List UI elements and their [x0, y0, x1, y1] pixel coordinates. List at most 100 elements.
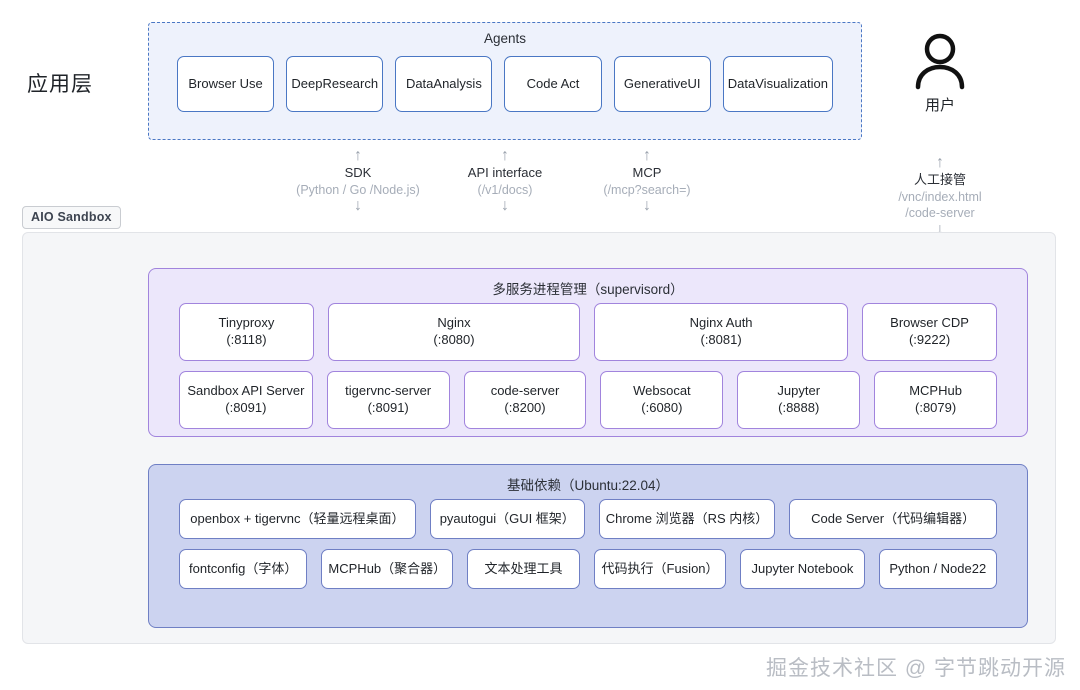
- connector-human-title: 人工接管: [913, 172, 966, 187]
- base-group-title: 基础依赖（Ubuntu:22.04）: [506, 478, 670, 493]
- service-node[interactable]: Nginx(:8080): [327, 303, 581, 361]
- connector-sdk: ↑ SDK (Python / Go /Node.js) ↓: [258, 148, 458, 214]
- node-row: fontconfig（字体） MCPHub（聚合器） 文本处理工具 代码执行（Fusi…: [179, 549, 997, 589]
- service-node[interactable]: Tinyproxy(:8118): [179, 303, 314, 361]
- connector-api-subtitle: (/v1/docs): [477, 182, 533, 197]
- agent-box-label: Code Act: [526, 75, 580, 91]
- agent-box-label: Generative: [623, 75, 688, 91]
- service-node-name: Chrome 浏览器（RS 内核）: [605, 510, 769, 526]
- arrow-up-icon: ↑: [354, 147, 362, 164]
- service-node-port: (:8200): [504, 400, 546, 415]
- service-group-title: 多服务进程管理（supervisord）: [492, 282, 684, 297]
- agent-box[interactable]: Code Act: [504, 56, 602, 112]
- service-node-port: (:8118): [226, 332, 267, 347]
- service-node-name: Tinyproxy: [218, 315, 275, 331]
- service-node[interactable]: tigervnc-server(:8091): [326, 371, 450, 429]
- agent-box-label-2: Research: [322, 75, 379, 91]
- arrow-down-icon: ↓: [643, 197, 651, 215]
- service-node[interactable]: Jupyter(:8888): [737, 371, 861, 429]
- service-node-name: MCPHub: [909, 383, 962, 399]
- connector-api: ↑ API interface (/v1/docs) ↓: [405, 148, 605, 214]
- node-row: Tinyproxy(:8118)Nginx(:8080)Nginx Auth(:…: [179, 303, 998, 361]
- service-node-name: Python / Node22: [889, 560, 987, 576]
- connector-human-subtitle-2: /code-server: [905, 206, 975, 221]
- connector-mcp: ↑ MCP (/mcp?search=) ↓: [547, 148, 747, 214]
- base-group-panel: 基础依赖（Ubuntu:22.04） openbox + tigervnc（轻量…: [148, 464, 1028, 628]
- service-node[interactable]: Browser CDP(:9222): [862, 303, 998, 361]
- service-node-name: fontconfig（字体）: [189, 560, 298, 576]
- service-node-rows: Tinyproxy(:8118)Nginx(:8080)Nginx Auth(:…: [179, 303, 998, 439]
- service-node[interactable]: pyautogui（GUI 框架）: [429, 499, 585, 539]
- service-node-name: 代码执行（Fusion）: [601, 560, 719, 576]
- connector-human-takeover: ↑ 人工接管 /vnc/index.html /code-server ↓: [840, 155, 1040, 238]
- service-node[interactable]: openbox + tigervnc（轻量远程桌面）: [179, 499, 416, 539]
- service-node-name: Websocat: [633, 383, 691, 399]
- service-node-name: Sandbox API Server: [187, 383, 305, 399]
- service-node[interactable]: Nginx Auth(:8081): [594, 303, 849, 361]
- service-node[interactable]: MCPHub(:8079): [874, 371, 998, 429]
- service-node-name: openbox + tigervnc（轻量远程桌面）: [190, 510, 405, 526]
- agent-box-label: Data: [405, 75, 434, 91]
- service-node-name: code-server: [490, 383, 560, 399]
- service-node[interactable]: Python / Node22: [878, 549, 997, 589]
- service-node[interactable]: 文本处理工具: [467, 549, 580, 589]
- service-node-name: Nginx Auth: [689, 315, 753, 331]
- connector-sdk-title: SDK: [344, 165, 372, 180]
- user-label: 用户: [924, 97, 955, 114]
- service-node-name: Nginx: [437, 315, 471, 331]
- service-node[interactable]: fontconfig（字体）: [179, 549, 308, 589]
- connector-mcp-subtitle: (/mcp?search=): [603, 182, 691, 197]
- agent-box-label: Browser Use: [188, 75, 263, 91]
- sandbox-tag: AIO Sandbox: [22, 206, 121, 229]
- base-node-rows: openbox + tigervnc（轻量远程桌面） pyautogui（GUI …: [179, 499, 997, 599]
- arrow-down-icon: ↓: [936, 221, 944, 239]
- service-node[interactable]: Jupyter Notebook: [740, 549, 865, 589]
- agents-panel-title: Agents: [483, 31, 527, 46]
- service-node[interactable]: Sandbox API Server(:8091): [179, 371, 313, 429]
- agent-box-label-2: UI: [687, 75, 701, 91]
- service-node[interactable]: 代码执行（Fusion）: [593, 549, 727, 589]
- service-group-panel: 多服务进程管理（supervisord） Tinyproxy(:8118)Ngi…: [148, 268, 1028, 437]
- service-node-port: (:9222): [908, 332, 951, 347]
- service-node-name: Browser CDP: [890, 315, 969, 331]
- connector-api-title: API interface: [467, 165, 543, 180]
- arrow-up-icon: ↑: [501, 147, 509, 164]
- user-block: 用户: [880, 30, 1000, 115]
- agent-box-label-2: Analysis: [433, 75, 482, 91]
- service-node[interactable]: Code Server（代码编辑器）: [789, 499, 997, 539]
- service-node-port: (:6080): [641, 400, 683, 415]
- agent-box-label: Data: [727, 75, 756, 91]
- service-node-name: Jupyter: [777, 383, 821, 399]
- service-node-port: (:8091): [225, 400, 267, 415]
- connector-mcp-title: MCP: [632, 165, 662, 180]
- service-node-name: 文本处理工具: [484, 560, 563, 576]
- connector-sdk-subtitle: (Python / Go /Node.js): [296, 182, 420, 197]
- service-node-name: tigervnc-server: [345, 383, 432, 399]
- agent-box[interactable]: Browser Use: [177, 56, 275, 112]
- service-node[interactable]: Websocat(:6080): [600, 371, 724, 429]
- arrow-up-icon: ↑: [643, 147, 651, 164]
- user-avatar-icon: [915, 33, 965, 90]
- watermark: 掘金技术社区 @ 字节跳动开源: [766, 657, 1066, 680]
- arrow-up-icon: ↑: [936, 154, 944, 171]
- arrow-down-icon: ↓: [501, 197, 509, 215]
- agent-box-label: Deep: [291, 75, 323, 91]
- service-node[interactable]: Chrome 浏览器（RS 内核）: [598, 499, 776, 539]
- connector-human-subtitle: /vnc/index.html: [898, 189, 982, 204]
- service-node[interactable]: code-server(:8200): [463, 371, 587, 429]
- service-node-port: (:8080): [433, 332, 475, 347]
- arrow-down-icon: ↓: [354, 197, 362, 215]
- service-node-name: MCPHub（聚合器）: [328, 560, 447, 576]
- service-node-name: pyautogui（GUI 框架）: [439, 510, 575, 526]
- service-node-name: Jupyter Notebook: [751, 560, 854, 576]
- service-node[interactable]: MCPHub（聚合器）: [321, 549, 454, 589]
- service-node-name: Code Server（代码编辑器）: [811, 510, 976, 526]
- service-node-port: (:8081): [700, 332, 742, 347]
- service-node-port: (:8888): [778, 400, 820, 415]
